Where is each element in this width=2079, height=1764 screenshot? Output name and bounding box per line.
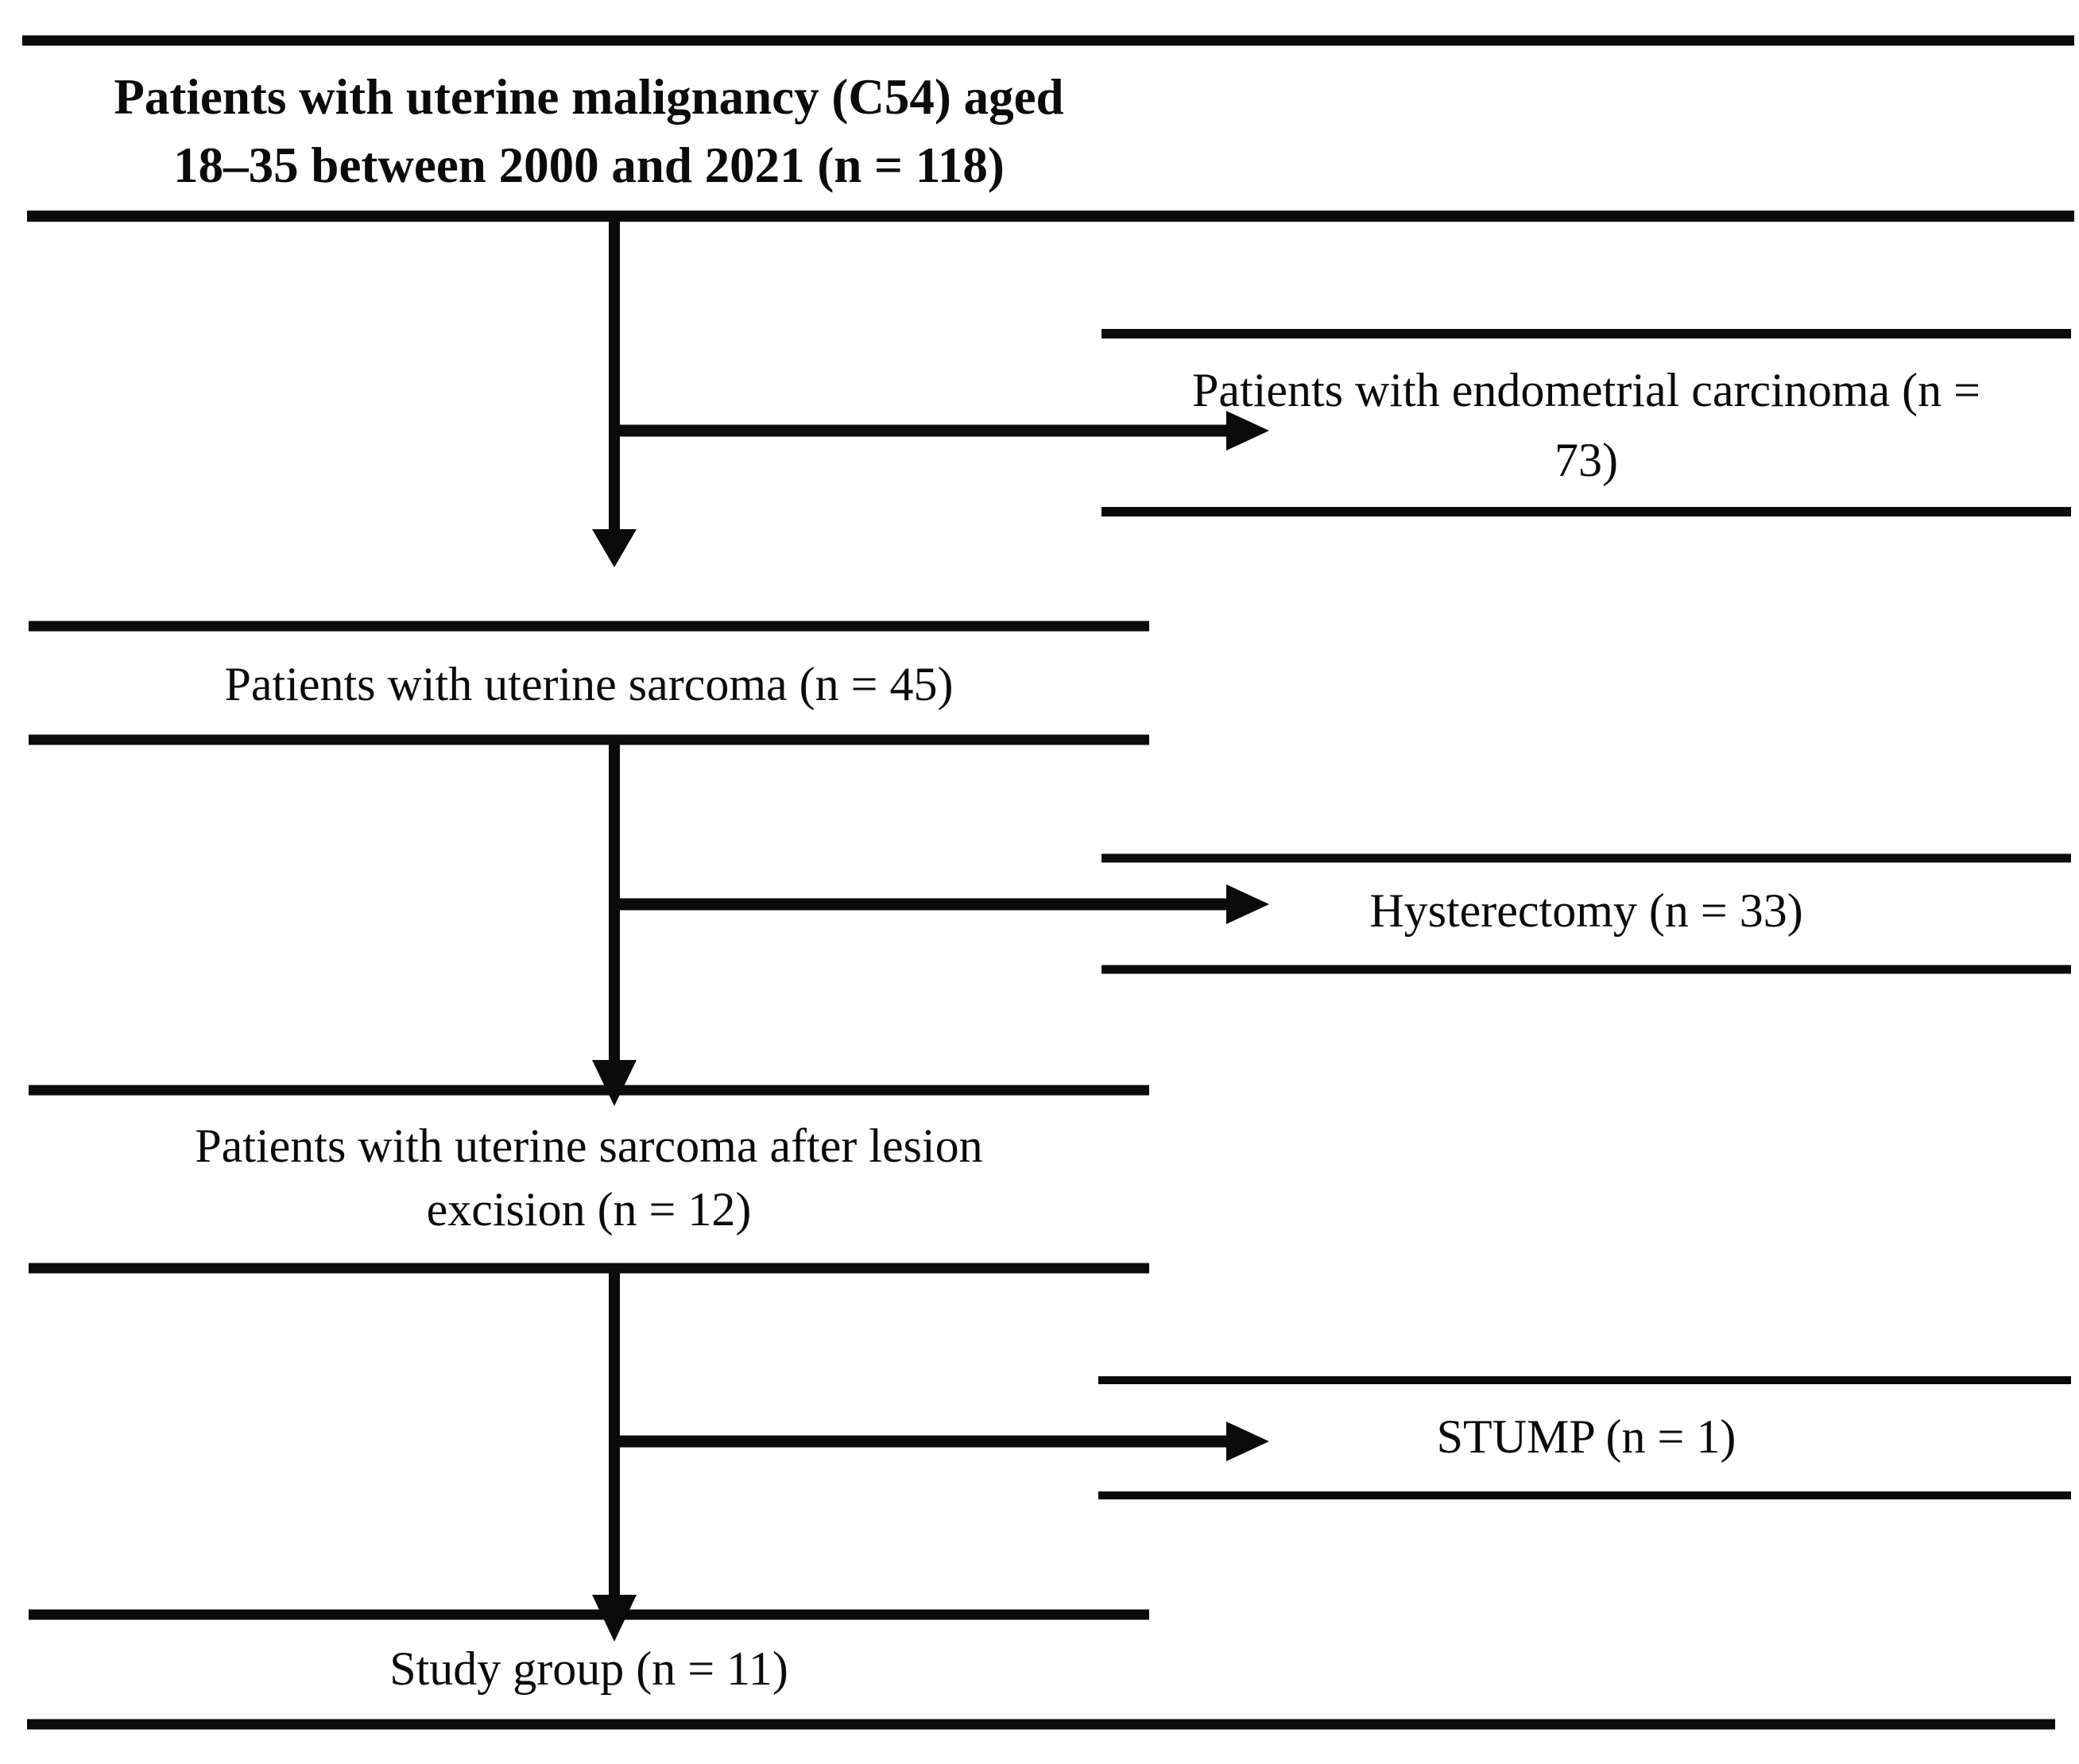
box-study-group-text: Study group (n = 11) [389, 1642, 788, 1695]
box-sarcoma-text: Patients with uterine sarcoma (n = 45) [224, 658, 954, 710]
box-eligible-line2: 18–35 between 2000 and 2021 (n = 118) [173, 137, 1005, 193]
box-endometrial-line1: Patients with endometrial carcinoma (n = [1192, 364, 1980, 416]
box-eligible-line1: Patients with uterine malignancy (C54) a… [114, 69, 1064, 125]
box-endometrial-line2: 73) [1554, 434, 1618, 486]
box-excision: Patients with uterine sarcoma after lesi… [29, 1114, 1149, 1241]
box-hysterectomy: Hysterectomy (n = 33) [1103, 876, 2069, 946]
box-hysterectomy-text: Hysterectomy (n = 33) [1369, 884, 1803, 937]
spine-1-arrowhead-icon [592, 529, 637, 567]
box-excision-line1: Patients with uterine sarcoma after lesi… [195, 1120, 983, 1172]
branch-endometrial-arrowhead-icon [1226, 411, 1269, 451]
box-stump: STUMP (n = 1) [1103, 1402, 2069, 1472]
box-eligible: Patients with uterine malignancy (C54) a… [29, 63, 1149, 199]
branch-stump-arrowhead-icon [1226, 1422, 1269, 1461]
spine-3-arrowhead-icon [592, 1595, 637, 1642]
box-sarcoma: Patients with uterine sarcoma (n = 45) [29, 649, 1149, 719]
box-stump-text: STUMP (n = 1) [1436, 1410, 1736, 1463]
spine-2-arrowhead-icon [592, 1060, 637, 1106]
branch-hysterectomy-arrowhead-icon [1226, 884, 1269, 924]
box-excision-line2: excision (n = 12) [426, 1183, 752, 1236]
box-study-group: Study group (n = 11) [29, 1634, 1149, 1704]
box-endometrial: Patients with endometrial carcinoma (n =… [1103, 355, 2069, 495]
